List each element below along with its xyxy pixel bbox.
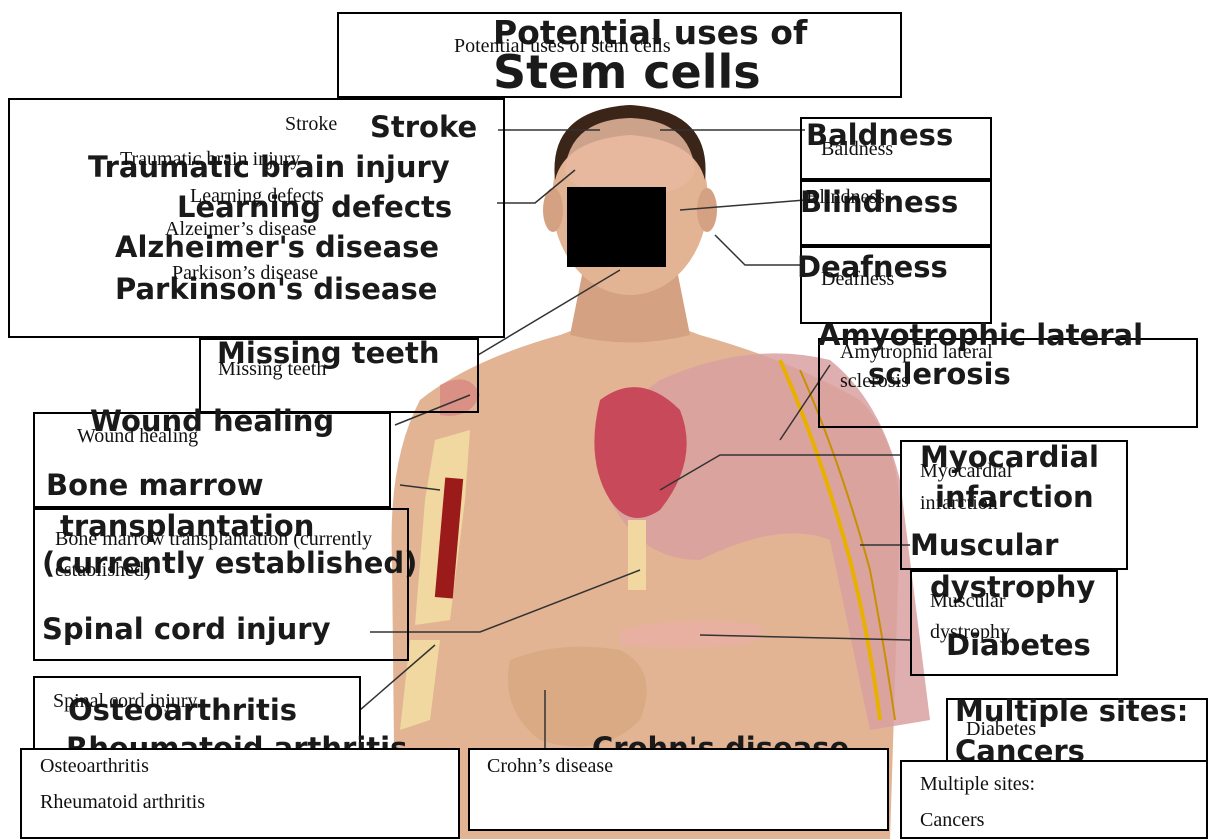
- label-missing-teeth: Missing teeth: [218, 358, 326, 381]
- cancers-box: Multiple sites: Cancers: [900, 760, 1208, 839]
- label-parkinsons: Parkison’s disease: [172, 262, 318, 285]
- label-crohns: Crohn’s disease: [487, 754, 613, 779]
- spinal-cord: [628, 520, 646, 590]
- label-learning: Learning defects: [190, 185, 324, 208]
- label-blindness: Blindness: [806, 186, 885, 209]
- crohns-box: Crohn’s disease: [468, 748, 889, 831]
- face-redaction: [567, 187, 666, 267]
- ear-right: [697, 188, 717, 232]
- label-spinal: Spinal cord injury: [53, 690, 197, 713]
- label-muscular: Muscular dystrophy: [930, 586, 1070, 648]
- label-wound: Wound healing: [77, 425, 198, 448]
- label-bone-marrow: Bone marrow transplantation (currently e…: [55, 524, 375, 586]
- title-box: Potential uses of stem cells: [337, 12, 902, 98]
- label-stroke: Stroke: [285, 113, 337, 136]
- label-rheuma: Rheumatoid arthritis: [40, 790, 205, 815]
- label-baldness: Baldness: [821, 138, 893, 161]
- graphic-spinal: Spinal cord injury: [42, 612, 331, 646]
- graphic-muscular-1: Muscular: [910, 528, 1058, 562]
- label-cancers: Cancers: [920, 808, 984, 833]
- label-multiple: Multiple sites:: [920, 772, 1035, 797]
- label-als: Amytrophid lateral sclerosis: [840, 338, 1060, 396]
- label-tbi: Traumatic brain injury: [120, 148, 300, 171]
- osteo-box: Osteoarthritis Rheumatoid arthritis: [20, 748, 460, 839]
- label-diabetes: Diabetes: [966, 718, 1036, 741]
- label-osteo: Osteoarthritis: [40, 754, 149, 779]
- label-deafness: Deafness: [821, 268, 894, 291]
- graphic-stroke: Stroke: [370, 110, 477, 144]
- graphic-bone-1: Bone marrow: [46, 468, 264, 502]
- label-myocardial: Myocardial infarction: [920, 455, 1070, 519]
- page-title: Potential uses of stem cells: [454, 34, 671, 59]
- label-alzheimers: Alzeimer’s disease: [165, 218, 316, 241]
